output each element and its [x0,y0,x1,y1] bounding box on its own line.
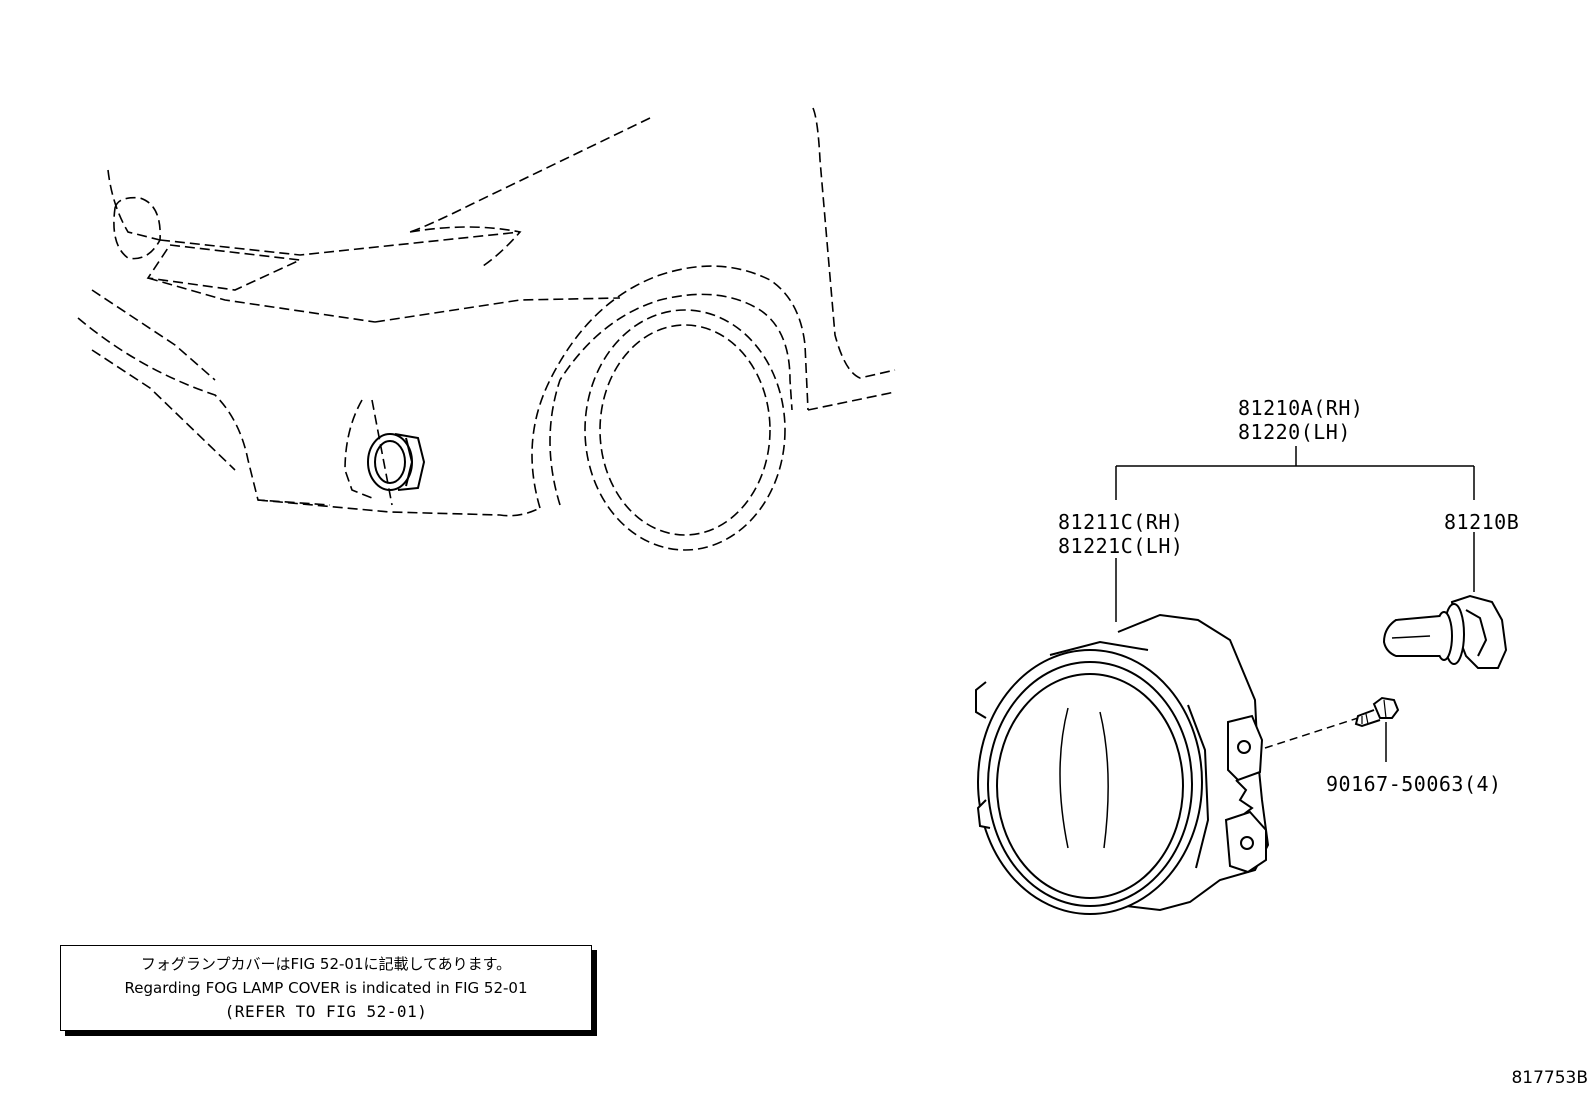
part-label-unit-lh: 81221C(LH) [1058,534,1184,558]
vehicle-front-outline-icon [77,107,896,551]
screw-icon [1354,696,1400,728]
part-label-unit-rh: 81211C(RH) [1058,510,1184,534]
vehicle-fog-lamp-icon [367,433,426,491]
callout-leaders [1115,446,1475,762]
part-label-fog-lamp-rh: 81210A(RH) [1238,396,1364,420]
lens-reflection [1059,707,1109,849]
figure-id: 817753B [1511,1068,1588,1088]
part-label-screw: 90167-50063(4) [1326,772,1502,796]
halogen-bulb-icon [1382,594,1508,669]
part-label-fog-lamp-lh: 81220(LH) [1238,420,1351,444]
note-line-japanese: フォグランプカバーはFIG 52-01に記載してあります。 [140,955,512,973]
fog-lamp-housing-icon [975,613,1270,915]
note-line-english: Regarding FOG LAMP COVER is indicated in… [124,979,528,997]
screw-mounting-leader [1264,717,1359,749]
note-line-reference: (REFER TO FIG 52-01) [224,1002,428,1021]
part-label-bulb: 81210B [1444,510,1520,534]
note-box: フォグランプカバーはFIG 52-01に記載してあります。 Regarding … [60,945,592,1031]
